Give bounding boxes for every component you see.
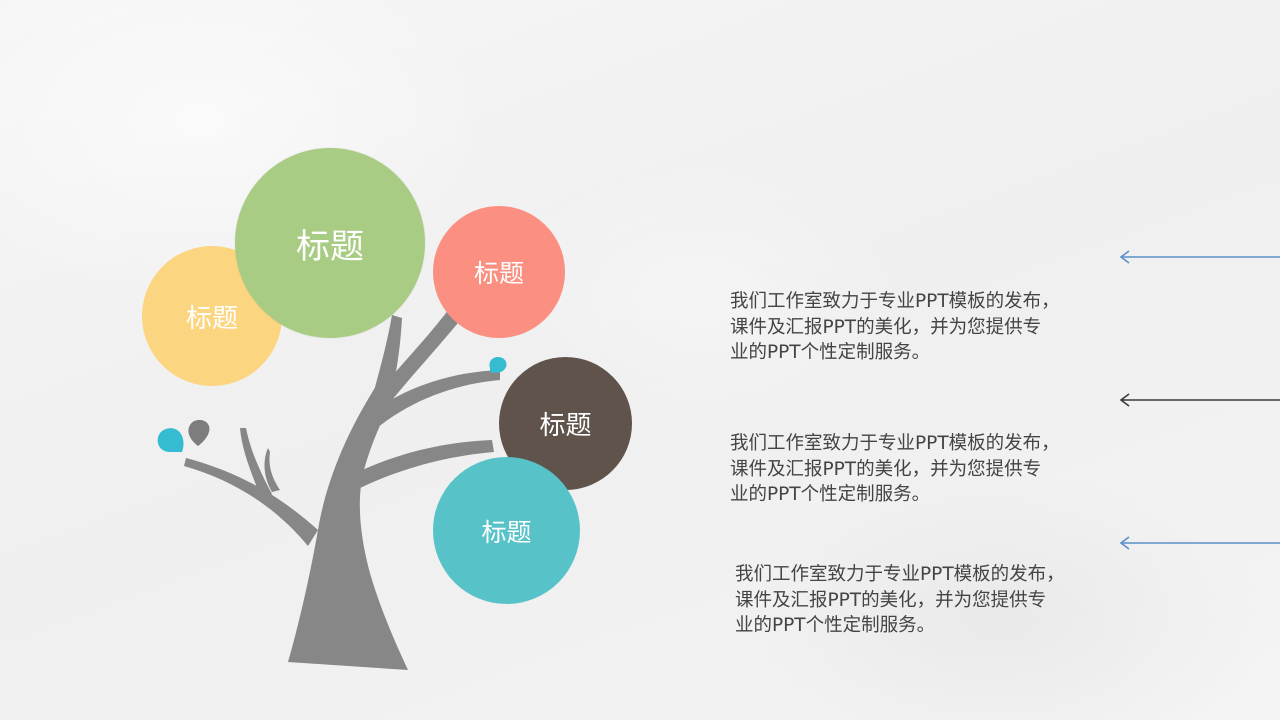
description-line: 业的PPT个性定制服务。: [730, 484, 931, 505]
tree-trunk: [288, 372, 408, 670]
tree-branch-upper-right: [382, 305, 462, 400]
title-circle-teal: 标题: [433, 457, 580, 604]
description-line: 我们工作室致力于专业PPT模板的发布，: [730, 433, 1060, 454]
circle-label: 标题: [185, 303, 238, 334]
description-line: 课件及汇报PPT的美化，并为您提供专: [730, 316, 1042, 338]
description-text-1: 我们工作室致力于专业PPT模板的发布， 课件及汇报PPT的美化，并为您提供专 业…: [730, 289, 1120, 366]
circle-label: 标题: [539, 411, 592, 441]
title-circle-pink: 标题: [433, 206, 565, 338]
title-circle-green: 标题: [235, 148, 425, 338]
tree-branch-left: [184, 458, 318, 546]
description-text-3: 我们工作室致力于专业PPT模板的发布， 课件及汇报PPT的美化，并为您提供专 业…: [735, 562, 1125, 639]
description-line: 课件及汇报PPT的美化，并为您提供专: [730, 458, 1042, 480]
tree-branch-middle: [362, 370, 500, 432]
arrow-left-icon: [1119, 536, 1280, 550]
description-line: 业的PPT个性定制服务。: [735, 615, 936, 636]
tree-branch-lower: [346, 440, 494, 492]
tree-twig-left-2: [264, 448, 280, 492]
description-line: 业的PPT个性定制服务。: [730, 342, 931, 363]
description-text-2: 我们工作室致力于专业PPT模板的发布， 课件及汇报PPT的美化，并为您提供专 业…: [730, 431, 1120, 508]
leaf-teal-left: [157, 428, 184, 452]
tree-branch-upper-left: [368, 315, 402, 420]
circle-label: 标题: [473, 259, 524, 288]
description-line: 我们工作室致力于专业PPT模板的发布，: [730, 291, 1060, 312]
description-line: 课件及汇报PPT的美化，并为您提供专: [735, 589, 1047, 611]
leaf-teal-right: [489, 357, 507, 373]
arrow-left-icon: [1119, 393, 1280, 407]
circle-label: 标题: [296, 226, 364, 267]
description-line: 我们工作室致力于专业PPT模板的发布，: [735, 564, 1065, 585]
arrow-left-icon: [1119, 250, 1280, 264]
leaf-gray-left: [188, 419, 210, 446]
tree-twig-left: [240, 428, 272, 500]
circle-label: 标题: [481, 517, 532, 547]
